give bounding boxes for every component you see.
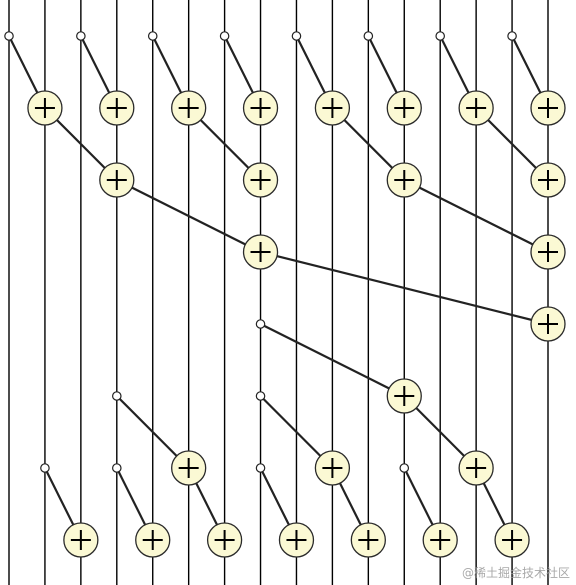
adder-node-s2-7: [242, 162, 279, 198]
tap-s7-1: [40, 463, 50, 473]
adder-node-s4-15: [530, 306, 566, 342]
adder-node-s1-9: [314, 90, 351, 126]
adder-node-s7-4: [135, 522, 171, 558]
adder-node-s1-13: [458, 90, 494, 126]
tap-s7-3: [112, 463, 122, 473]
link-s3-3-7: [116, 179, 262, 253]
adder-node-s6-5: [171, 450, 207, 486]
adder-node-s7-2: [63, 522, 99, 558]
adder-node-s6-9: [314, 450, 351, 486]
adder-node-s1-5: [171, 90, 207, 126]
link-s3-11-15: [403, 179, 549, 253]
tap-s7-7: [255, 463, 266, 473]
tap-s6-3: [112, 391, 122, 401]
tap-s1-10: [363, 31, 374, 41]
adder-node-s7-14: [494, 522, 530, 558]
tap-s6-7: [255, 391, 266, 401]
adder-node-s1-11: [386, 90, 422, 126]
adder-node-s6-13: [458, 450, 494, 486]
adder-node-s1-1: [27, 90, 63, 126]
adder-node-s2-15: [530, 162, 566, 198]
adder-node-s1-15: [530, 90, 566, 126]
link-s5-7-11: [260, 323, 405, 397]
adder-node-s7-12: [422, 522, 458, 558]
tap-s1-14: [507, 31, 517, 41]
adder-node-s1-3: [99, 90, 135, 126]
adder-node-s7-6: [206, 522, 243, 558]
tap-s5-7: [255, 319, 266, 329]
adder-node-s3-15: [530, 234, 566, 270]
tap-s1-0: [4, 31, 14, 41]
link-s4-7-15: [260, 250, 549, 326]
adder-node-s5-11: [386, 378, 422, 414]
tap-s1-6: [219, 31, 230, 41]
adder-node-s2-3: [99, 162, 135, 198]
watermark: @稀土掘金技术社区: [461, 566, 570, 580]
adder-node-s3-7: [242, 234, 279, 270]
adder-node-s1-7: [242, 90, 279, 126]
tap-s1-8: [291, 31, 302, 41]
tap-s1-4: [147, 31, 158, 41]
tap-s1-12: [435, 31, 445, 41]
adder-nodes: [27, 90, 566, 558]
adder-node-s7-10: [350, 522, 386, 558]
tap-s7-11: [399, 463, 410, 473]
adder-node-s7-8: [278, 522, 315, 558]
tap-s1-2: [76, 31, 86, 41]
adder-node-s2-11: [386, 162, 422, 198]
